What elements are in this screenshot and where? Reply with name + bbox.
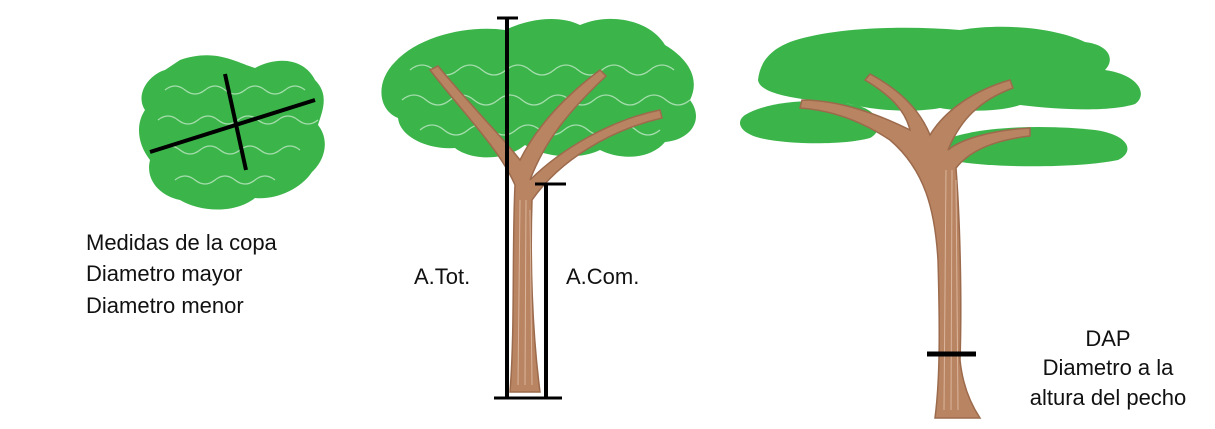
dbh-trunk-texture — [943, 169, 959, 411]
commercial-height-label: A.Com. — [566, 264, 640, 289]
total-height-label: A.Tot. — [414, 264, 471, 289]
major-diameter-line — [149, 98, 316, 154]
dbh-label: DAP Diametro a la altura del pecho — [1008, 326, 1208, 414]
trunk-texture — [517, 199, 533, 386]
dbh-desc-line-1: Diametro a la — [1042, 355, 1174, 381]
umbrella-canopy — [758, 26, 1141, 111]
dbh-desc-line-2: altura del pecho — [1029, 384, 1187, 410]
tree-trunk — [428, 65, 663, 393]
crown-blob — [138, 55, 325, 210]
crown-measures-title: Medidas de la copa — [86, 230, 277, 255]
dbh-tree — [740, 26, 1141, 419]
major-diameter-label: Diametro mayor — [86, 261, 243, 287]
dbh-abbrev: DAP — [1085, 326, 1131, 351]
dbh-tree-trunk — [799, 73, 1031, 419]
minor-diameter-line — [223, 73, 248, 171]
height-tree — [381, 16, 696, 400]
crown-scribbles — [157, 85, 319, 185]
minor-diameter-label: Diametro menor — [86, 292, 244, 318]
crown-measures-label: Medidas de la copa Diametro mayor Diamet… — [86, 230, 277, 324]
crown-top-view — [138, 55, 325, 210]
